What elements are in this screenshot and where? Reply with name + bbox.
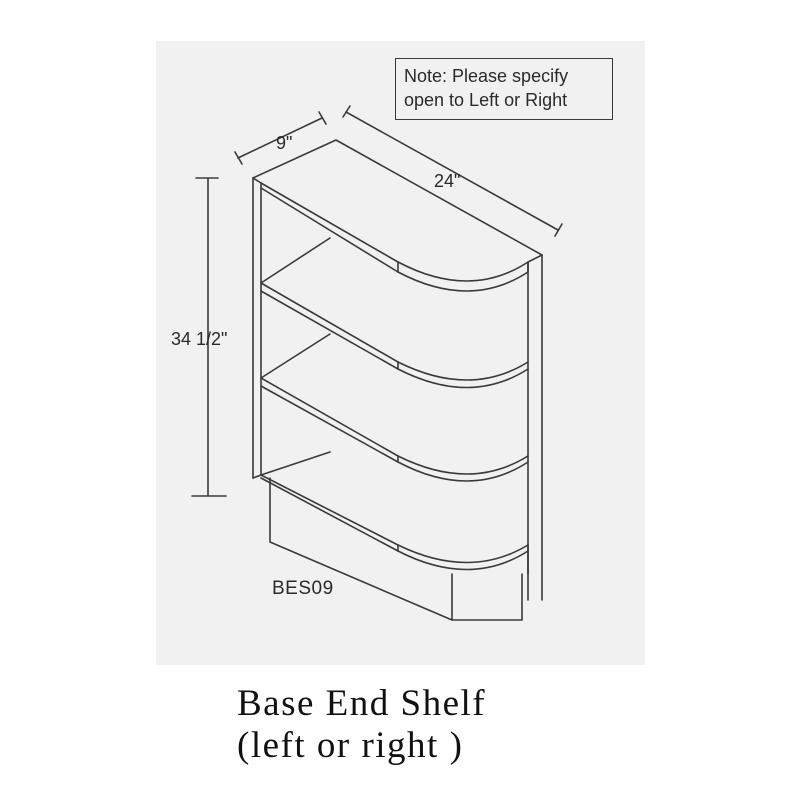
depth-dimension-label: 24" (434, 171, 461, 191)
left-side-panel (252, 177, 262, 479)
note-line-2: open to Left or Right (404, 90, 568, 110)
note-line-1: Note: Please specify (404, 66, 569, 86)
width-dimension-line (237, 117, 323, 159)
top-panel (252, 139, 543, 273)
top-panel-curve (397, 254, 543, 292)
caption-subtitle: (left or right ) (237, 725, 464, 766)
back-panel (527, 254, 543, 601)
height-dimension-label: 34 1/2" (171, 329, 228, 349)
side-panel-thickness (252, 177, 262, 479)
depth-dimension-line (345, 111, 559, 231)
depth-dimension-tick-left (342, 105, 351, 118)
caption-title: Base End Shelf (237, 683, 487, 724)
shelf-upper (260, 237, 399, 370)
product-caption: Base End Shelf (left or right ) (237, 683, 486, 767)
depth-dimension-tick-right (554, 223, 563, 237)
toe-kick-base (269, 477, 523, 621)
width-dimension-tick-right (318, 111, 327, 125)
shelf-bottom (260, 451, 399, 552)
shelf-upper-curve (397, 361, 529, 389)
drawing-panel (156, 41, 645, 665)
width-dimension-tick-left (234, 151, 243, 165)
shelf-bottom-curve (397, 544, 529, 575)
width-dimension-label: 9" (276, 133, 293, 153)
shelf-middle-curve (397, 455, 529, 482)
note-box: Note: Please specify open to Left or Rig… (395, 58, 613, 120)
model-code: BES09 (272, 578, 334, 599)
shelf-middle (260, 333, 399, 463)
